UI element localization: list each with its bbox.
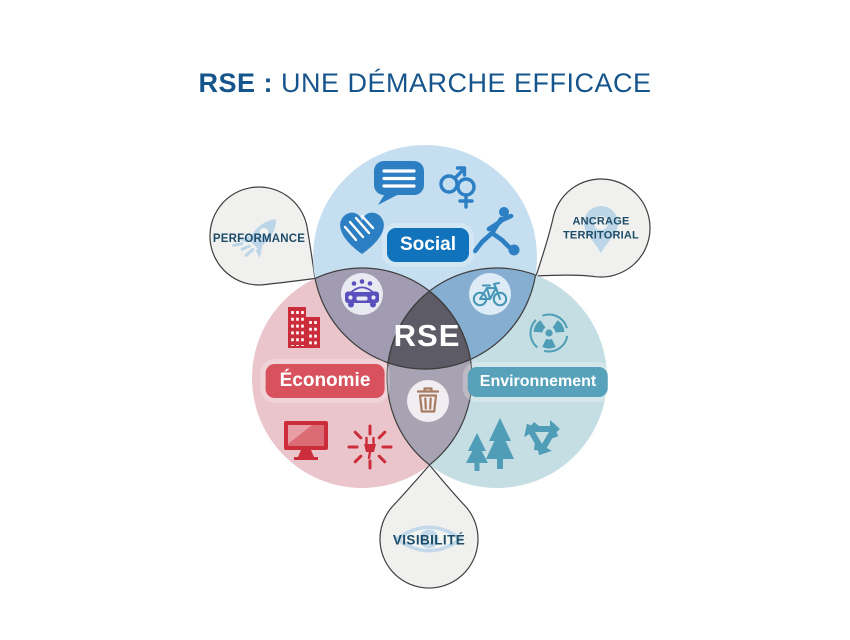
map-pin-icon: [584, 206, 618, 253]
speech-bubble-icon: [374, 161, 424, 205]
rocket-icon: [232, 219, 277, 259]
trash-bin-icon: [407, 380, 449, 422]
bicycle-icon: [469, 273, 511, 315]
eye-icon: [394, 525, 464, 553]
gender-equality-icon: [439, 166, 476, 209]
satellite-ancrage-balloon: [535, 178, 651, 278]
visibilite-label: VISIBILITÉ: [392, 532, 466, 548]
carpool-car-icon: [341, 273, 383, 315]
title-rest: UNE DÉMARCHE EFFICACE: [281, 68, 652, 98]
radiation-icon: [529, 313, 569, 353]
runner-icon: [472, 207, 520, 256]
recycle-icon: [524, 420, 560, 456]
energy-plug-icon: [347, 424, 393, 470]
economie-badge: Économie: [265, 364, 385, 398]
buildings-icon: [288, 307, 320, 348]
social-badge: Social: [387, 228, 469, 262]
environnement-badge: Environnement: [467, 367, 609, 397]
heart-hands-icon: [340, 212, 384, 254]
rse-center-label: RSE: [393, 318, 461, 353]
monitor-icon: [284, 421, 328, 460]
ancrage-territorial-label: ANCRAGE TERRITORIAL: [563, 215, 639, 242]
title-bold: RSE :: [198, 68, 273, 98]
satellite-performance-balloon: [209, 186, 316, 286]
trees-icon: [466, 418, 514, 471]
satellite-visibilite-balloon: [379, 464, 479, 589]
page-title: RSE : UNE DÉMARCHE EFFICACE: [0, 68, 850, 99]
overlap-center: [387, 268, 472, 369]
performance-label: PERFORMANCE: [212, 233, 306, 245]
